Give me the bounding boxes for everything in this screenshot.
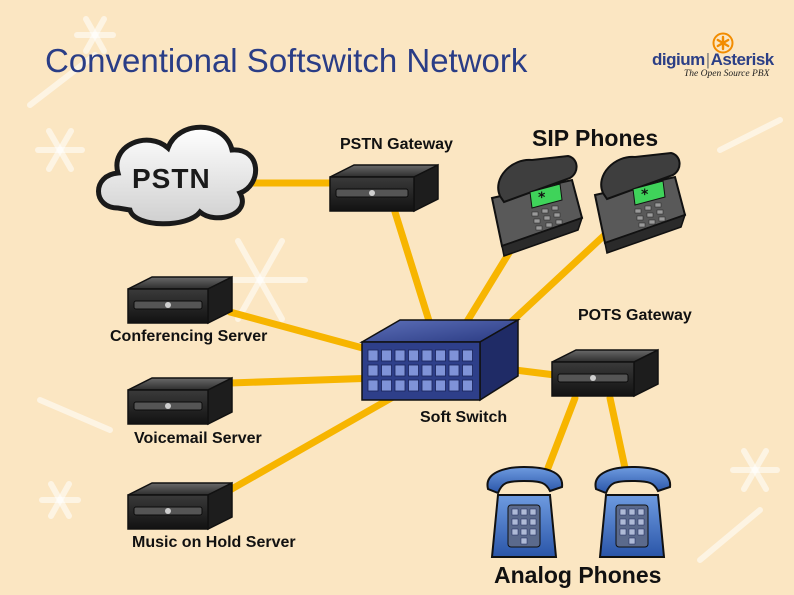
page-title: Conventional Softswitch Network [45, 42, 528, 79]
pstn-cloud [96, 124, 258, 227]
analog-phones-label: Analog Phones [494, 562, 662, 588]
switch-port [448, 364, 460, 377]
switch-port [462, 364, 473, 377]
pstn-gateway-server [329, 163, 439, 213]
svg-text:*: * [538, 190, 546, 206]
sip-phone-1: * [490, 154, 584, 257]
switch-port [462, 349, 473, 362]
voicemail-server [127, 376, 233, 426]
switch-port [381, 364, 392, 377]
switch-port [367, 364, 379, 377]
switch-port [462, 379, 473, 392]
sip-phones-label: SIP Phones [532, 125, 659, 151]
logo-tagline: The Open Source PBX [684, 69, 770, 79]
switch-port [394, 364, 406, 377]
switch-port [408, 379, 419, 392]
link-pots-phone2 [606, 394, 629, 472]
switch-port [448, 379, 460, 392]
logo-brand: digium|Asterisk [652, 50, 774, 70]
logo-brand-left: digium [652, 50, 705, 69]
soft-switch-device [359, 318, 521, 402]
link-vm-switch [226, 374, 382, 387]
sip-phone-2: * [593, 151, 687, 254]
switch-port [421, 379, 433, 392]
switch-port [394, 349, 406, 362]
switch-port [421, 349, 433, 362]
pstn-cloud-label: PSTN [132, 163, 211, 194]
switch-port [421, 364, 433, 377]
link-gateway-switch [391, 208, 439, 344]
conferencing-server-label: Conferencing Server [110, 328, 268, 345]
switch-port [435, 379, 446, 392]
analog-phone-1 [486, 465, 564, 558]
switch-port [394, 379, 406, 392]
link-pots-switch [511, 366, 559, 379]
link-sip2-switch [491, 226, 614, 341]
link-pots-phone1 [544, 394, 579, 472]
music-on-hold-server-label: Music on Hold Server [132, 534, 296, 551]
switch-port [367, 349, 379, 362]
voicemail-server-label: Voicemail Server [134, 430, 262, 447]
switch-port [381, 379, 392, 392]
svg-text:*: * [641, 187, 649, 203]
link-moh-switch [226, 389, 404, 494]
switch-port [408, 364, 419, 377]
soft-switch-label: Soft Switch [420, 409, 508, 426]
pots-gateway-label: POTS Gateway [578, 307, 692, 324]
switch-port [448, 349, 460, 362]
switch-port [381, 349, 392, 362]
switch-port [408, 349, 419, 362]
digium-asterisk-logo: digium|Asterisk The Open Source PBX [650, 32, 774, 82]
switch-port [435, 349, 446, 362]
pots-gateway-server [551, 348, 659, 398]
link-conf-switch [226, 308, 374, 354]
switch-port [367, 379, 379, 392]
asterisk-logo-icon [712, 32, 734, 54]
switch-port [435, 364, 446, 377]
music-on-hold-server [127, 481, 233, 531]
connection-lines [226, 179, 629, 494]
logo-brand-right: Asterisk [710, 50, 775, 69]
pstn-gateway-label: PSTN Gateway [340, 136, 453, 153]
conferencing-server [127, 275, 233, 325]
background-asterisk-decoration [27, 16, 783, 563]
logo-separator: | [705, 50, 710, 69]
analog-phone-2 [594, 465, 672, 558]
